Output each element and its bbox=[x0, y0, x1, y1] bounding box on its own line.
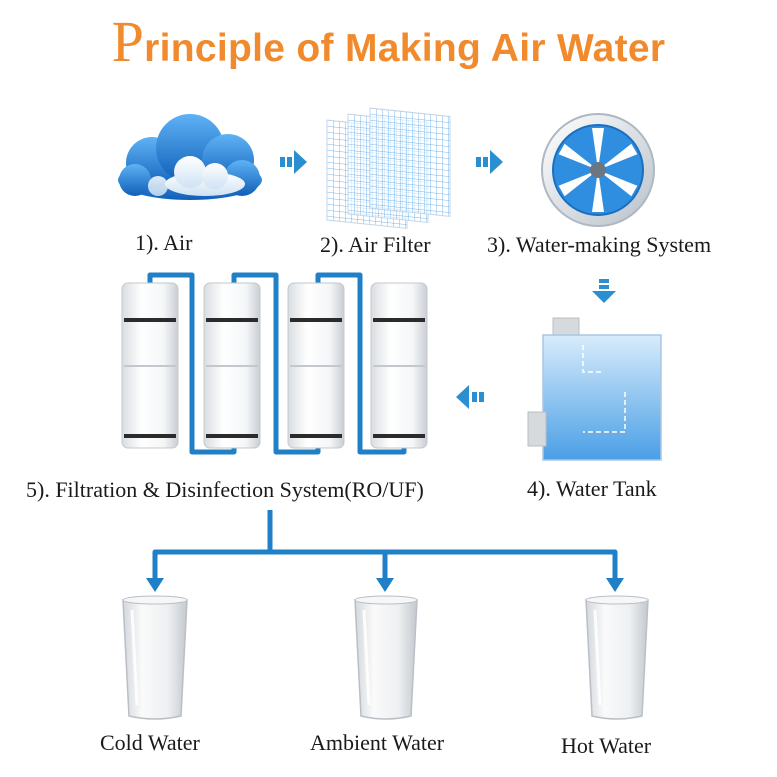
arrow-down-icon bbox=[592, 279, 616, 303]
title-rest: rinciple of Making Air Water bbox=[144, 27, 666, 70]
arrow-right-icon bbox=[476, 150, 503, 174]
fan-icon bbox=[541, 113, 655, 227]
step-label-air-filter: 2). Air Filter bbox=[320, 232, 431, 257]
output-label-hot-water: Hot Water bbox=[561, 733, 652, 758]
arrow-down-icon bbox=[146, 578, 164, 592]
filter-cartridge-icon bbox=[121, 282, 179, 449]
output-label-cold-water: Cold Water bbox=[100, 730, 200, 755]
filter-cartridge-icon bbox=[370, 282, 428, 449]
arrow-right-icon bbox=[280, 150, 307, 174]
water-tank-icon bbox=[527, 317, 662, 461]
step-label-water-tank: 4). Water Tank bbox=[527, 476, 657, 501]
arrow-down-icon bbox=[376, 578, 394, 592]
step-label-air: 1). Air bbox=[135, 230, 193, 255]
page-title: Principle of Making Air Water bbox=[0, 8, 777, 75]
arrow-down-icon bbox=[606, 578, 624, 592]
filter-cartridge-icon bbox=[203, 282, 261, 449]
output-label-ambient-water: Ambient Water bbox=[310, 730, 445, 755]
glass-icon bbox=[585, 595, 649, 720]
distribution-pipe bbox=[152, 510, 618, 580]
step-label-filtration-system: 5). Filtration & Disinfection System(RO/… bbox=[26, 477, 424, 502]
title-first-letter: P bbox=[111, 9, 145, 74]
filter-mesh-icon bbox=[326, 107, 451, 229]
step-label-water-making-system: 3). Water-making System bbox=[487, 232, 712, 257]
glass-icon bbox=[354, 595, 418, 720]
connecting-pipe bbox=[147, 272, 407, 455]
cloud-icon bbox=[118, 114, 262, 200]
filter-cartridge-icon bbox=[287, 282, 345, 449]
glass-icon bbox=[122, 595, 188, 720]
arrow-left-icon bbox=[456, 385, 484, 409]
